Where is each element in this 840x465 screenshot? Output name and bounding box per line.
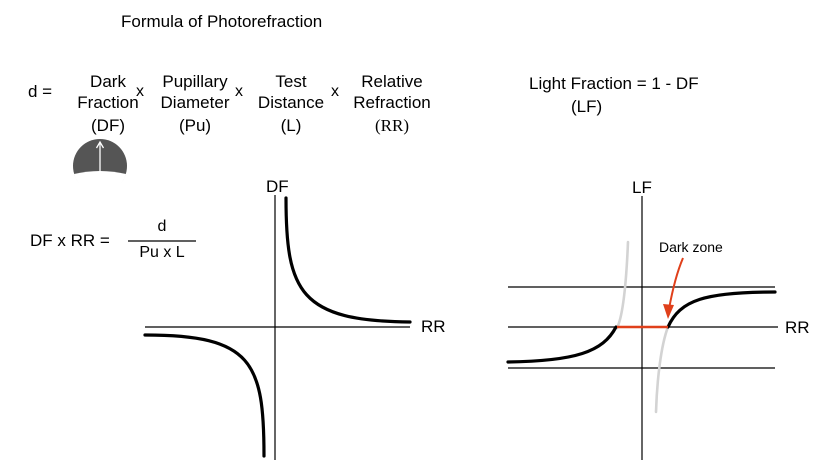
df-rr-denominator: Pu x L [139,244,185,261]
term-relative-refraction-abbr: (RR) [375,116,409,135]
times-sign-3: x [331,83,339,100]
page-title: Formula of Photorefraction [121,12,323,31]
ghost-curve-left [615,240,630,330]
left-x-axis-label: RR [421,317,446,336]
term-dark-fraction-line2: Fraction [77,93,139,112]
right-y-axis-label: LF [632,178,652,197]
term-relative-refraction-line2: Refraction [353,93,431,112]
term-test-distance-abbr: (L) [280,116,302,135]
term-pupillary-line2: Diameter [160,93,230,112]
term-pupillary-abbr: (Pu) [178,116,212,135]
term-dark-fraction-abbr: (DF) [91,116,125,135]
light-fraction-abbr: (LF) [571,97,603,116]
term-dark-fraction-line1: Dark [90,72,126,91]
term-test-distance-line1: Test [275,72,307,91]
df-rr-lhs: DF x RR = [30,231,110,250]
dark-zone-arrow [668,257,684,310]
lf-curve-positive [666,290,777,329]
dark-zone-arrowhead [663,304,674,319]
dark-zone-label: Dark zone [659,239,723,255]
df-rr-numerator: d [157,218,167,235]
term-test-distance-line2: Distance [257,93,325,112]
hyperbola-branch-positive [284,196,412,324]
lf-curve-negative [506,325,618,364]
formula-lhs: d = [28,82,53,101]
left-y-axis-label: DF [266,177,289,196]
times-sign-2: x [235,83,243,100]
pupil-crescent-icon [73,139,127,194]
times-sign-1: x [136,83,144,100]
ghost-curve-right [654,325,670,414]
term-relative-refraction-line1: Relative [361,72,423,91]
right-x-axis-label: RR [785,318,810,337]
light-fraction-equation: Light Fraction = 1 - DF [529,74,699,93]
term-pupillary-line1: Pupillary [162,72,228,91]
hyperbola-branch-negative [143,333,266,458]
